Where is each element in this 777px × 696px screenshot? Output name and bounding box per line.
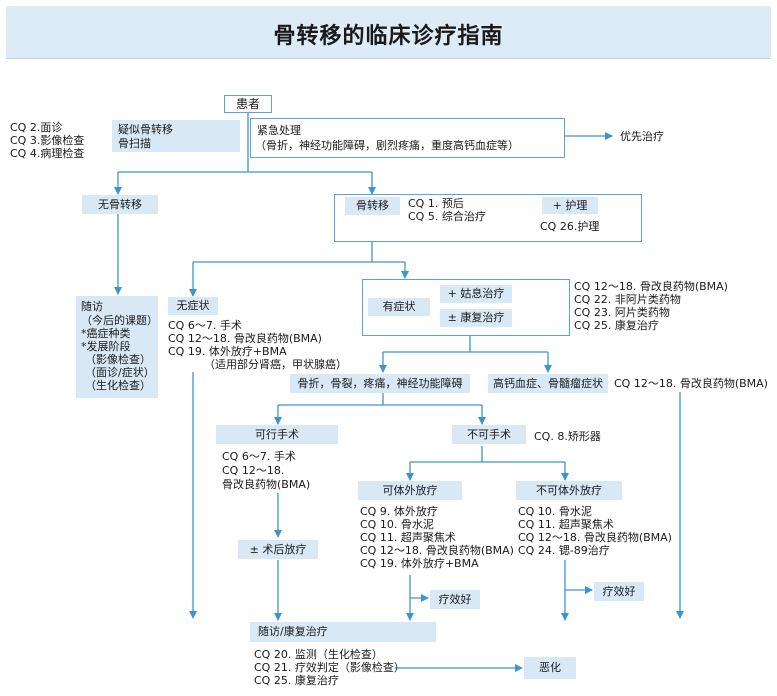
fracture-box: 骨折，骨裂，疼痛，神经功能障碍 (290, 374, 470, 393)
symptomatic-label: 有症状 (382, 300, 416, 313)
rt-ok-cq-5: CQ 19. 体外放疗+BMA (360, 557, 479, 570)
followup-line-3: *发展阶段 (81, 340, 131, 353)
palliative-box: + 姑息治疗 (440, 285, 512, 303)
operable-cq-3: 骨改良药物(BMA) (222, 478, 311, 491)
asymptomatic-box: 无症状 (168, 297, 218, 315)
emergency-box: 紧急处理 （骨折，神经功能障碍，剧烈疼痛，重度高钙血症等） (250, 118, 565, 158)
sym-cq-2: CQ 22. 非阿片类药物 (574, 293, 681, 306)
hypercalcemia-box: 高钙血症、骨髓瘤症状 (488, 374, 608, 393)
followup-line-6: （生化检查） (85, 379, 151, 392)
bone-meta-cq-1: CQ 1. 预后 (408, 197, 464, 210)
followup-line-1: （今后的课题） (81, 314, 158, 327)
sym-cq-3: CQ 23. 阿片类药物 (574, 306, 670, 319)
emergency-label: 紧急处理 (257, 124, 301, 137)
asymptomatic-label: 无症状 (176, 299, 210, 312)
asym-cq-3: CQ 19. 体外放疗+BMA (168, 345, 287, 358)
rt-ok-cq-4: CQ 12～18. 骨改良药物(BMA) (360, 544, 514, 557)
rt-no-box: 不可体外放疗 (516, 481, 622, 500)
rt-ok-cq-3: CQ 11. 超声聚焦术 (360, 531, 456, 544)
page-title: 骨转移的临床诊疗指南 (273, 24, 504, 49)
asym-cq-2: CQ 12～18. 骨改良药物(BMA) (168, 332, 322, 345)
fracture-label: 骨折，骨裂，疼痛，神经功能障碍 (297, 377, 463, 390)
palliative-label: + 姑息治疗 (447, 287, 505, 300)
patient-box: 患者 (224, 95, 272, 113)
effective-label-2: 疗效好 (602, 585, 636, 598)
left-cq-1: CQ 2.面诊 (10, 121, 63, 134)
operable-label: 可行手术 (255, 428, 299, 441)
rt-ok-label: 可体外放疗 (382, 484, 438, 497)
inoperable-label: 不可手术 (467, 428, 511, 441)
operable-cq-2: CQ 12～18. (222, 464, 285, 477)
left-cq-3: CQ 4.病理检查 (10, 147, 85, 160)
sym-cq-4: CQ 25. 康复治疗 (574, 319, 659, 332)
followup-box: 随访 （今后的课题） *癌症种类 *发展阶段 （影像检查） （面诊/症状） （生… (76, 296, 158, 398)
followup-line-4: （影像检查） (85, 353, 151, 366)
inoperable-box: 不可手术 (452, 425, 526, 444)
bone-metastasis-box: 骨转移 (345, 197, 400, 215)
suspect-label: 疑似骨转移 (118, 123, 173, 136)
left-cq-2: CQ 3.影像检查 (10, 134, 85, 147)
patient-label: 患者 (235, 97, 260, 111)
rt-no-cq-3: CQ 12～18. 骨改良药物(BMA) (518, 531, 672, 544)
rehab-box: ± 康复治疗 (440, 309, 512, 327)
asym-cq-4: （适用部分肾癌，甲状腺癌） (204, 358, 347, 371)
followup-cq-1: CQ 20. 监测（生化检查） (254, 648, 383, 661)
no-metastasis-label: 无骨转移 (98, 198, 142, 211)
followup-line-2: *癌症种类 (81, 327, 131, 340)
rt-ok-cq-2: CQ 10. 骨水泥 (360, 518, 434, 531)
operable-box: 可行手术 (216, 425, 338, 444)
suspect-box: 疑似骨转移 骨扫描 (112, 120, 240, 152)
bone-scan-label: 骨扫描 (118, 137, 151, 150)
care-label: + 护理 (552, 199, 588, 212)
followup-rehab-box: 随访/康复治疗 (250, 622, 436, 642)
postop-rt-box: ± 术后放疗 (238, 540, 318, 559)
priority-label: 优先治疗 (620, 130, 664, 143)
rt-ok-cq-1: CQ 9. 体外放疗 (360, 505, 438, 518)
followup-title: 随访 (81, 300, 103, 313)
followup-cq-2: CQ 21. 疗效判定（影像检查） (254, 661, 405, 674)
bone-meta-cq-2: CQ 5. 综合治疗 (408, 210, 486, 223)
worse-label: 恶化 (539, 661, 561, 674)
rt-ok-box: 可体外放疗 (358, 481, 462, 500)
rt-no-cq-1: CQ 10. 骨水泥 (518, 505, 592, 518)
no-metastasis-box: 无骨转移 (82, 195, 158, 214)
rehab-label: ± 康复治疗 (447, 311, 505, 324)
care-box: + 护理 (542, 197, 598, 214)
followup-cq-3: CQ 25. 康复治疗 (254, 674, 339, 687)
effective-box-1: 疗效好 (430, 590, 480, 609)
effective-label-1: 疗效好 (438, 593, 472, 606)
effective-box-2: 疗效好 (594, 582, 644, 601)
rt-no-cq-4: CQ 24. 锶-89治疗 (518, 544, 610, 557)
emergency-detail: （骨折，神经功能障碍，剧烈疼痛，重度高钙血症等） (255, 139, 519, 152)
symptomatic-box: 有症状 (368, 298, 430, 316)
hyper-cq: CQ 12～18. 骨改良药物(BMA) (614, 377, 768, 390)
inoperable-cq: CQ. 8.矫形器 (534, 430, 601, 443)
followup-line-5: （面诊/症状） (85, 366, 155, 379)
followup-rehab-label: 随访/康复治疗 (258, 625, 328, 638)
asym-cq-1: CQ 6～7. 手术 (168, 319, 242, 332)
title-bar: 骨转移的临床诊疗指南 (6, 6, 771, 59)
hypercalcemia-label: 高钙血症、骨髓瘤症状 (493, 377, 603, 390)
bone-metastasis-label: 骨转移 (356, 199, 389, 212)
worse-box: 恶化 (524, 657, 576, 679)
care-cq: CQ 26.护理 (540, 220, 600, 233)
rt-no-cq-2: CQ 11. 超声聚焦术 (518, 518, 614, 531)
rt-no-label: 不可体外放疗 (536, 484, 602, 497)
sym-cq-1: CQ 12～18. 骨改良药物(BMA) (574, 280, 728, 293)
operable-cq-1: CQ 6～7. 手术 (222, 450, 296, 463)
postop-rt-label: ± 术后放疗 (249, 543, 307, 556)
